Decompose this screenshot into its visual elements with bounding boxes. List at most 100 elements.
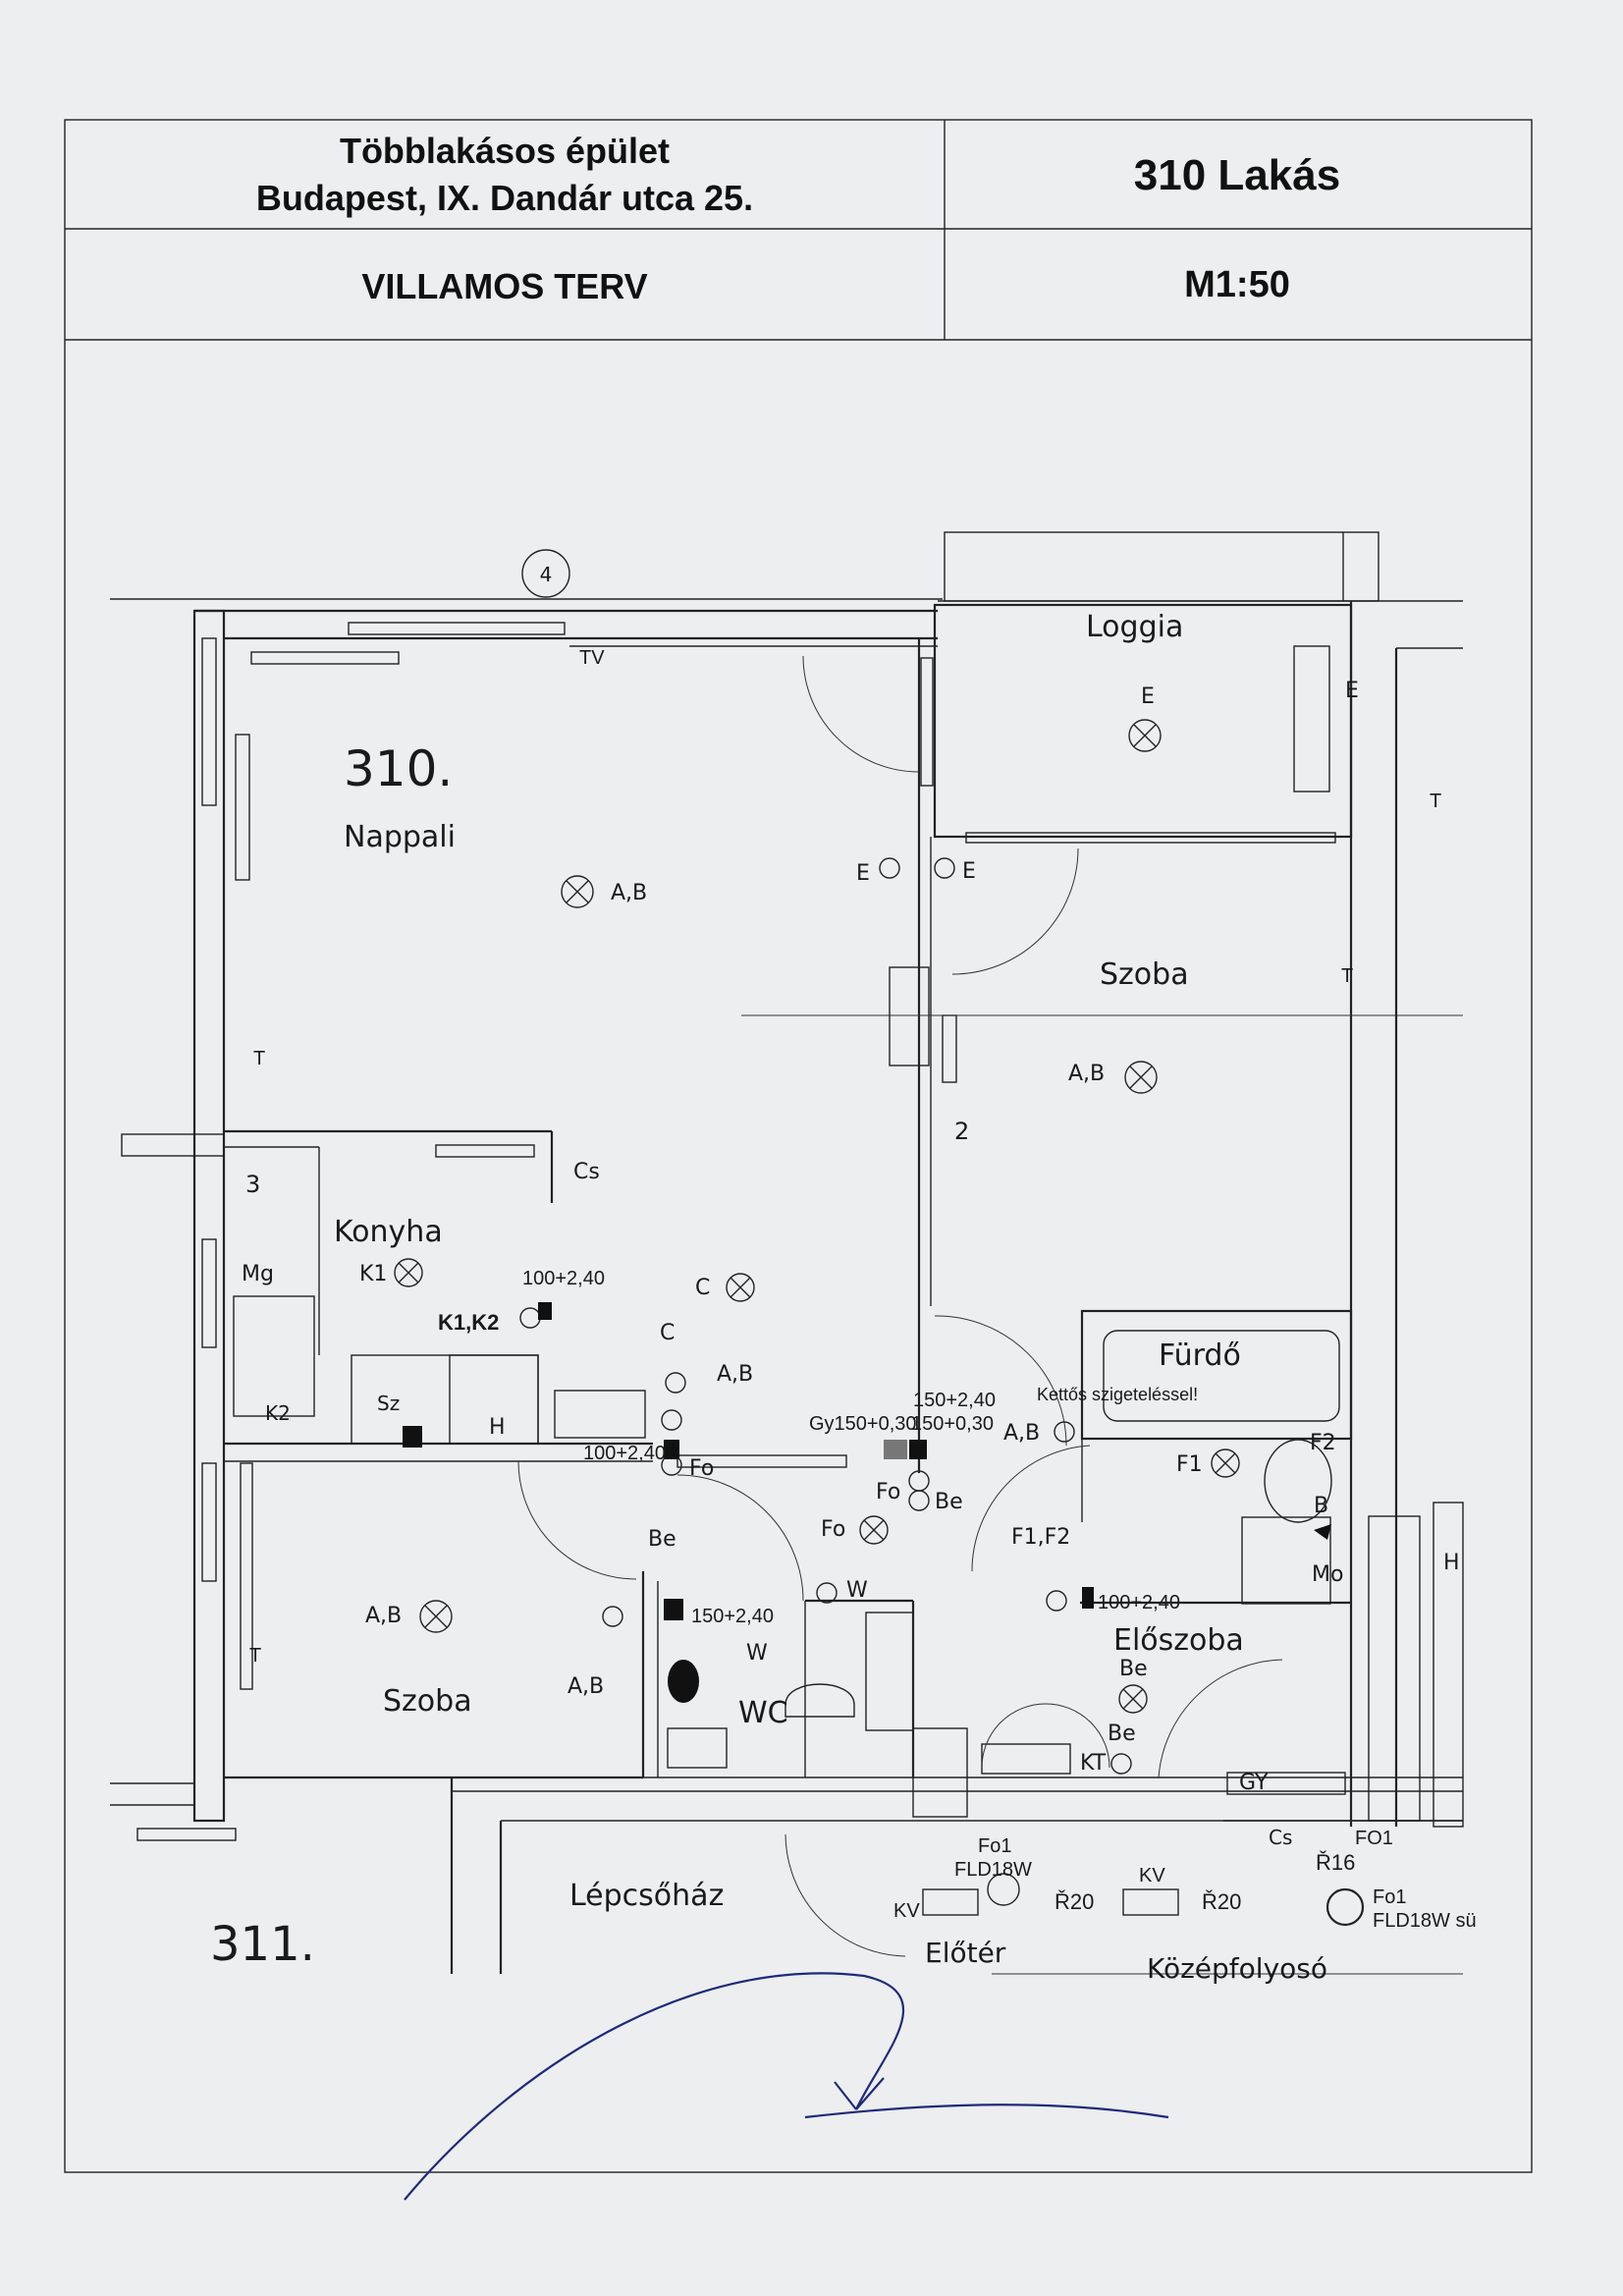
circuit-label: W	[746, 1641, 768, 1666]
socket-icon	[1082, 1587, 1094, 1609]
toilet-icon	[784, 1683, 855, 1718]
height-label: 150+0,30	[911, 1413, 994, 1435]
circuit-label: H	[489, 1415, 506, 1440]
socket-icon	[664, 1440, 679, 1459]
light-fixture-icon	[859, 1515, 889, 1545]
socket-icon	[909, 1440, 927, 1459]
socket-icon	[664, 1599, 683, 1620]
light-fixture-icon	[1124, 1061, 1158, 1094]
circuit-label: F1,F2	[1011, 1525, 1070, 1550]
switch-icon	[879, 857, 900, 879]
room-loggia-label: Loggia	[1086, 610, 1183, 644]
circuit-label: A,B	[717, 1362, 753, 1387]
plan-scale: M1:50	[1184, 264, 1290, 305]
room-eloszoba-label: Előszoba	[1113, 1623, 1244, 1658]
light-fixture-icon	[1118, 1684, 1148, 1714]
light-fixture-icon	[419, 1600, 453, 1633]
building-address: Budapest, IX. Dandár utca 25.	[256, 178, 753, 218]
walls	[110, 531, 1464, 1975]
circuit-label: Be	[935, 1490, 963, 1514]
circuit-label: Mo	[1312, 1562, 1343, 1587]
circuit-label: Ř20	[1202, 1889, 1241, 1914]
light-fixture-icon	[1128, 719, 1162, 752]
building-name: Többlakásos épület	[340, 131, 670, 171]
circuit-label: Fo1	[978, 1835, 1011, 1857]
circuit-label: Be	[648, 1527, 676, 1552]
circuit-label: E	[856, 861, 870, 886]
switch-icon	[934, 857, 955, 879]
height-label: 150+2,40	[913, 1390, 996, 1411]
apartment-311-label: 311.	[210, 1917, 315, 1972]
circuit-label: FO1	[1355, 1828, 1393, 1849]
circuit-label: KT	[1080, 1751, 1107, 1776]
room-konyha-label: Konyha	[334, 1215, 443, 1249]
valve-box-icon	[922, 1888, 979, 1916]
room-szoba-left-label: Szoba	[383, 1684, 472, 1719]
circuit-label: 2	[954, 1118, 969, 1145]
circuit-label: FLD18W sü	[1373, 1910, 1477, 1932]
switch-icon	[602, 1606, 623, 1627]
room-wc-label: WC	[738, 1696, 788, 1730]
circuit-label: Mg	[242, 1262, 274, 1286]
room-kozepfolyoso-label: Középfolyosó	[1147, 1952, 1327, 1985]
room-nappali-label: Nappali	[344, 820, 456, 854]
sheet-frame	[64, 119, 1533, 2173]
height-label: 100+2,40	[583, 1443, 666, 1464]
apartment-310-label: 310.	[344, 740, 453, 797]
circuit-label: T	[1341, 965, 1353, 987]
circuit-label: E	[1141, 684, 1155, 709]
room-szoba-right-label: Szoba	[1100, 957, 1189, 992]
fan-icon	[987, 1873, 1020, 1906]
circuit-label: W	[846, 1578, 868, 1603]
circuit-label: T	[253, 1048, 265, 1069]
circuit-label: 3	[245, 1171, 260, 1198]
toilet-icon	[668, 1660, 699, 1703]
socket-icon	[884, 1440, 907, 1459]
height-label: Gy150+0,30	[809, 1413, 917, 1435]
circuit-label: F2	[1310, 1431, 1336, 1455]
height-label: 150+2,40	[691, 1606, 774, 1627]
valve-box-icon	[1122, 1888, 1179, 1916]
circuit-label: Fo	[821, 1517, 845, 1542]
switch-icon	[1046, 1590, 1067, 1612]
electrical-symbols	[394, 719, 1365, 1927]
plan-type: VILLAMOS TERV	[361, 266, 647, 306]
height-label: 100+2,40	[1098, 1592, 1180, 1613]
switch-icon	[816, 1582, 838, 1604]
switch-icon	[519, 1307, 541, 1329]
door-swings	[517, 655, 1283, 1957]
circuit-label: TV	[579, 647, 605, 669]
circuit-label: F1	[1176, 1452, 1203, 1477]
circuit-label: Be	[1119, 1657, 1148, 1681]
circuit-label: A,B	[1068, 1062, 1105, 1086]
fan-icon	[1325, 1887, 1365, 1927]
switch-icon	[1110, 1753, 1132, 1775]
circuit-label: Ř16	[1316, 1850, 1355, 1875]
room-furdo-label: Fürdő	[1159, 1339, 1241, 1373]
switch-icon	[1054, 1421, 1075, 1443]
title-block: Többlakásos épület Budapest, IX. Dandár …	[64, 119, 1533, 2173]
circuit-label: E	[962, 859, 976, 884]
socket-icon	[403, 1426, 422, 1448]
height-label: 100+2,40	[522, 1268, 605, 1289]
circuit-label: Fo	[876, 1480, 900, 1504]
switch-icon	[908, 1490, 930, 1511]
circuit-label: Fo	[689, 1456, 714, 1481]
room-labels: 310. Nappali Loggia Szoba Konyha Fürdő S…	[210, 610, 1327, 1985]
room-eloter-label: Előtér	[925, 1937, 1006, 1969]
switch-icon	[665, 1372, 686, 1394]
circuit-label: KV	[893, 1900, 920, 1922]
note-label: Kettős szigeteléssel!	[1037, 1385, 1198, 1404]
light-fixture-icon	[726, 1273, 755, 1302]
switch-icon	[908, 1470, 930, 1492]
room-lepcsohaz-label: Lépcsőház	[569, 1879, 724, 1913]
circuit-label: KV	[1139, 1865, 1165, 1886]
circuit-label: K2	[265, 1401, 291, 1425]
circuit-label: C	[695, 1276, 710, 1300]
apartment-number: 310 Lakás	[1134, 151, 1340, 199]
circuit-label: A,B	[611, 881, 647, 905]
circuit-label: K1	[359, 1262, 387, 1286]
circuit-label: C	[660, 1321, 675, 1345]
circuit-label: E	[1345, 679, 1359, 703]
